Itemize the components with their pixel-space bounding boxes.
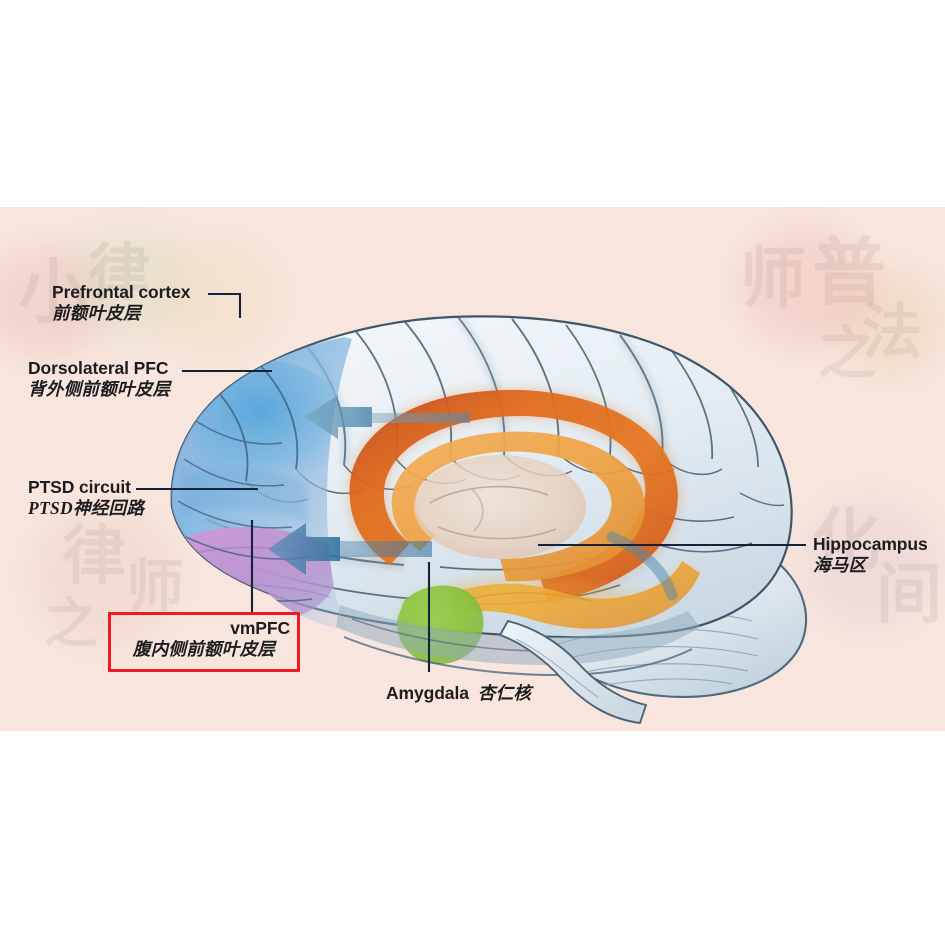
dorsolateral-pfc-region	[190, 361, 346, 485]
label-ptsd-circuit-en: PTSD circuit	[28, 477, 131, 497]
label-vmpfc: vmPFC 腹内侧前额叶皮层	[118, 618, 290, 661]
label-ptsd-circuit-zh: PTSD神经回路	[28, 498, 145, 519]
ptsd-circuit-arrows	[268, 395, 678, 601]
label-dorsolateral-pfc-zh: 背外侧前额叶皮层	[28, 379, 171, 400]
label-amygdala-zh: 杏仁核	[477, 683, 532, 703]
circuit-arrow-upper	[304, 395, 372, 439]
label-vmpfc-en: vmPFC	[230, 618, 290, 638]
thalamus	[414, 455, 586, 559]
label-hippocampus: Hippocampus 海马区	[813, 534, 928, 577]
label-prefrontal-cortex-zh: 前额叶皮层	[52, 303, 141, 324]
label-prefrontal-cortex: Prefrontal cortex 前额叶皮层	[52, 282, 190, 325]
brainstem	[498, 619, 648, 725]
label-hippocampus-zh: 海马区	[813, 555, 867, 576]
brain-drawing	[170, 315, 808, 725]
label-amygdala-en: Amygdala	[386, 683, 469, 703]
label-ptsd-circuit: PTSD circuit PTSD神经回路	[28, 477, 144, 520]
label-dorsolateral-pfc: Dorsolateral PFC 背外侧前额叶皮层	[28, 358, 170, 401]
label-dorsolateral-pfc-en: Dorsolateral PFC	[28, 358, 169, 378]
label-vmpfc-zh: 腹内侧前额叶皮层	[132, 639, 276, 660]
label-hippocampus-en: Hippocampus	[813, 534, 928, 554]
circuit-arrow-lower	[268, 523, 340, 575]
label-prefrontal-cortex-en: Prefrontal cortex	[52, 282, 191, 302]
label-amygdala: Amygdala 杏仁核	[386, 683, 531, 705]
vmpfc-highlight-box	[108, 612, 300, 672]
corpus-callosum	[391, 431, 646, 582]
